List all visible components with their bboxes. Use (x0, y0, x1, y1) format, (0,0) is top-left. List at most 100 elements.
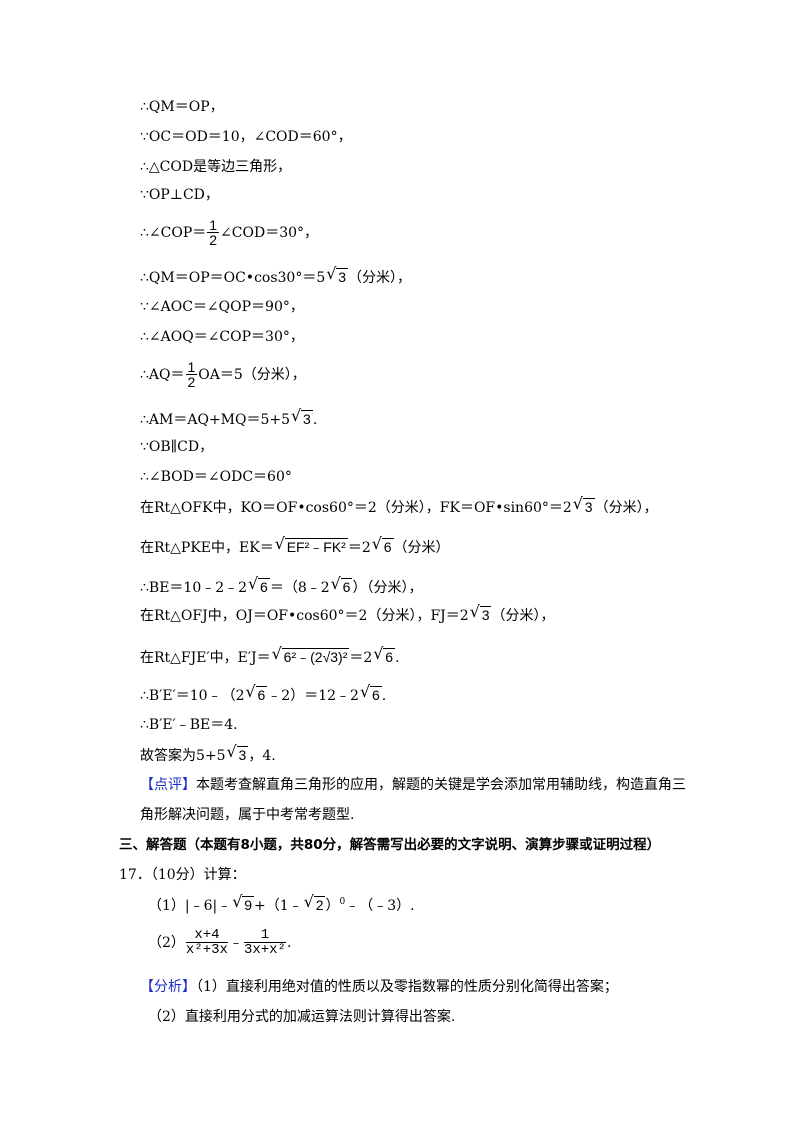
text: （分米）， (594, 500, 658, 516)
problem-17-title: 17．（10分）计算： (119, 866, 246, 884)
radicand: 6 (258, 578, 270, 595)
proof-line-3: ∴△COD是等边三角形， (140, 158, 291, 176)
text: ）（分米）， (352, 580, 423, 596)
sqrt: 6 (360, 683, 382, 705)
text: ∴∠BOD＝∠ODC＝60° (140, 469, 292, 485)
text: ∠COD＝30°， (220, 225, 319, 241)
text: ∵OB∥CD， (140, 439, 214, 455)
proof-line-12: ∴∠BOD＝∠ODC＝60° (140, 468, 292, 486)
text: . (395, 650, 400, 666)
sqrt: 2 (304, 893, 326, 915)
text: ＝2 (347, 540, 371, 556)
text: （1）直接利用绝对值的性质以及零指数幂的性质分别化简得出答案； (196, 979, 618, 995)
analysis-tag: 【分析】 (140, 979, 196, 995)
proof-line-2: ∵OC＝OD＝10，∠COD＝60°， (140, 128, 352, 146)
numerator: 1 (243, 928, 286, 943)
denominator: 2 (209, 232, 218, 248)
text: ∴∠AOQ＝∠COP＝30°， (140, 329, 304, 345)
radicand: 6²﹣(2√3)² (281, 648, 350, 665)
radicand: 6 (381, 538, 394, 555)
text: 角形解决问题，属于中考常考题型. (140, 807, 355, 823)
text: 三、解答题（本题有8小题，共80分，解答需写出必要的文字说明、演算步骤或证明过程… (119, 837, 661, 853)
proof-line-4: ∵OP⊥CD， (140, 186, 219, 204)
proof-line-18: ∴B′E′＝10﹣（26﹣2）＝12﹣26. (140, 683, 387, 705)
sqrt: EF²﹣FK² (275, 535, 348, 557)
proof-line-7: ∵∠AOC＝∠QOP＝90°， (140, 298, 304, 316)
text: （2）直接利用分式的加减运算法则计算得出答案. (148, 1009, 456, 1025)
text: . (286, 935, 292, 951)
sqrt: 3 (326, 265, 349, 287)
text: ∴BE＝10﹣2﹣2 (140, 580, 248, 596)
text: ∴B′E′﹣BE＝4. (140, 717, 238, 733)
text: ＝（8﹣2 (269, 580, 330, 596)
proof-line-13: 在Rt△OFK中，KO＝OF•cos60°＝2（分米），FK＝OF•sin60°… (140, 495, 658, 517)
text: ﹣2）＝12﹣2 (267, 688, 359, 704)
text: ，4. (248, 748, 276, 764)
numerator: 1 (185, 359, 198, 375)
sqrt: 3 (573, 495, 595, 517)
radicand: 3 (236, 746, 249, 763)
analysis-line-1: 【分析】（1）直接利用绝对值的性质以及零指数幂的性质分别化简得出答案； (140, 978, 618, 996)
text: ∵OC＝OD＝10，∠COD＝60°， (140, 129, 352, 145)
denominator: x²+3x (185, 942, 228, 958)
text: 在Rt△OFK中，KO＝OF•cos60°＝2（分米），FK＝OF•sin60°… (140, 500, 572, 516)
radicand: 3 (301, 410, 313, 427)
proof-line-1: ∴QM＝OP， (140, 98, 224, 116)
text: ＝2 (349, 650, 373, 666)
analysis-line-2: （2）直接利用分式的加减运算法则计算得出答案. (148, 1008, 455, 1026)
radicand: 9 (242, 896, 255, 913)
text: 在Rt△FJE′中，E′J＝ (140, 650, 271, 666)
sqrt: 6 (246, 683, 268, 705)
text: . (312, 412, 318, 428)
radicand: 6 (340, 578, 353, 595)
text: （分米）， (491, 608, 555, 624)
text: （分米） (393, 540, 450, 556)
text: （2） (148, 935, 185, 951)
comment-tag: 【点评】 (140, 777, 196, 793)
text: 17．（10分）计算： (119, 867, 246, 883)
sqrt: 6 (248, 575, 270, 597)
text: ∵OP⊥CD， (140, 187, 219, 203)
problem-17-part-1: （1）|﹣6|﹣ 9+（1﹣2）0﹣（﹣3）. (148, 893, 415, 915)
text: （1）|﹣6|﹣ (148, 898, 232, 914)
proof-line-11: ∵OB∥CD， (140, 438, 213, 456)
radicand: 3 (336, 268, 349, 285)
sqrt: 6 (331, 575, 353, 597)
denominator: 2 (187, 374, 196, 390)
text: ∴AQ＝ (140, 367, 185, 383)
text: ∴QM＝OP， (140, 99, 224, 115)
sqrt: 3 (470, 603, 492, 625)
radicand: 3 (582, 498, 595, 515)
proof-line-15: ∴BE＝10﹣2﹣26＝（8﹣26）（分米）， (140, 575, 423, 597)
sqrt: 6 (372, 535, 394, 557)
comment-line-2: 角形解决问题，属于中考常考题型. (140, 806, 354, 824)
proof-line-10: ∴AM＝AQ+MQ＝5+53. (140, 407, 318, 429)
proof-line-6: ∴QM＝OP＝OC•cos30°＝53（分米）， (140, 265, 412, 287)
radicand: 6 (255, 686, 268, 703)
numerator: 1 (207, 217, 220, 233)
exponent: 0 (339, 897, 346, 907)
text: （分米）， (348, 270, 412, 286)
proof-line-19: ∴B′E′﹣BE＝4. (140, 716, 238, 734)
text: OA＝5（分米）， (198, 367, 306, 383)
text: +（1﹣ (254, 898, 303, 914)
comment-line-1: 【点评】本题考查解直角三角形的应用，解题的关键是学会添加常用辅助线，构造直角三 (140, 776, 686, 794)
sqrt: 9 (232, 893, 255, 915)
proof-line-17: 在Rt△FJE′中，E′J＝ 6²﹣(2√3)²＝26. (140, 645, 400, 667)
sqrt: 6 (373, 645, 396, 667)
text: ∵∠AOC＝∠QOP＝90°， (140, 299, 304, 315)
sqrt: 3 (227, 743, 249, 765)
text: ﹣（﹣3）. (345, 898, 415, 914)
section-heading: 三、解答题（本题有8小题，共80分，解答需写出必要的文字说明、演算步骤或证明过程… (119, 836, 660, 854)
text: ） (325, 898, 340, 914)
text: . (381, 688, 387, 704)
answer-line: 故答案为5+53，4. (140, 743, 276, 765)
proof-line-8: ∴∠AOQ＝∠COP＝30°， (140, 328, 304, 346)
text: ∴∠COP＝ (140, 225, 207, 241)
